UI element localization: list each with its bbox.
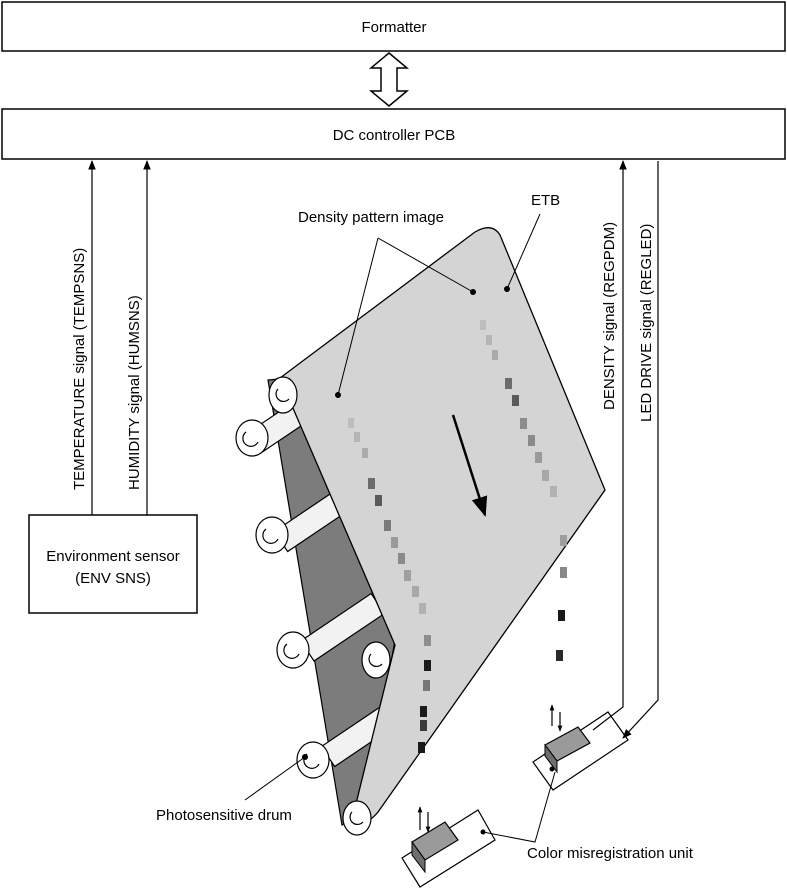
photosensitive-drum-leader	[244, 756, 306, 801]
environment-sensor-label: Environment sensor	[46, 548, 179, 565]
density-pattern-right	[480, 320, 567, 661]
etb-label: ETB	[531, 192, 560, 209]
color-misregistration-leader	[482, 771, 556, 843]
drum-4	[296, 741, 330, 779]
drum-rollers	[235, 399, 394, 779]
dc-controller-box: DC controller PCB	[1, 108, 786, 160]
belt-end-rollers	[268, 376, 391, 836]
formatter-label: Formatter	[361, 19, 426, 36]
humidity-signal-label: HUMIDITY signal (HUMSNS)	[126, 295, 143, 490]
sensor-left	[401, 806, 496, 888]
density-pattern-left	[348, 418, 431, 753]
temperature-signal-label: TEMPERATURE signal (TEMPSNS)	[71, 248, 88, 490]
belt-direction-arrow	[451, 414, 488, 517]
photosensitive-drum-label: Photosensitive drum	[156, 807, 292, 824]
led-drive-signal-label: LED DRIVE signal (REGLED)	[638, 224, 655, 422]
drum-2	[255, 516, 289, 554]
sensor-right	[532, 704, 629, 791]
density-signal-line	[592, 160, 627, 731]
drum-3	[276, 631, 310, 669]
drum-1	[235, 419, 269, 457]
etb-leader	[506, 213, 541, 290]
density-pattern-label: Density pattern image	[298, 209, 444, 226]
environment-sensor-box: Environment sensor (ENV SNS)	[28, 514, 198, 614]
density-pattern-leader-left	[337, 237, 379, 396]
dc-controller-label: DC controller PCB	[333, 127, 456, 144]
formatter-controller-arrow	[368, 52, 410, 107]
density-signal-label: DENSITY signal (REGPDM)	[601, 222, 618, 410]
led-drive-signal-line	[622, 161, 659, 739]
density-pattern-leader-right	[377, 237, 474, 293]
formatter-box: Formatter	[1, 1, 786, 52]
color-misregistration-label: Color misregistration unit	[527, 845, 694, 862]
environment-sensor-abbrev: (ENV SNS)	[75, 570, 151, 587]
